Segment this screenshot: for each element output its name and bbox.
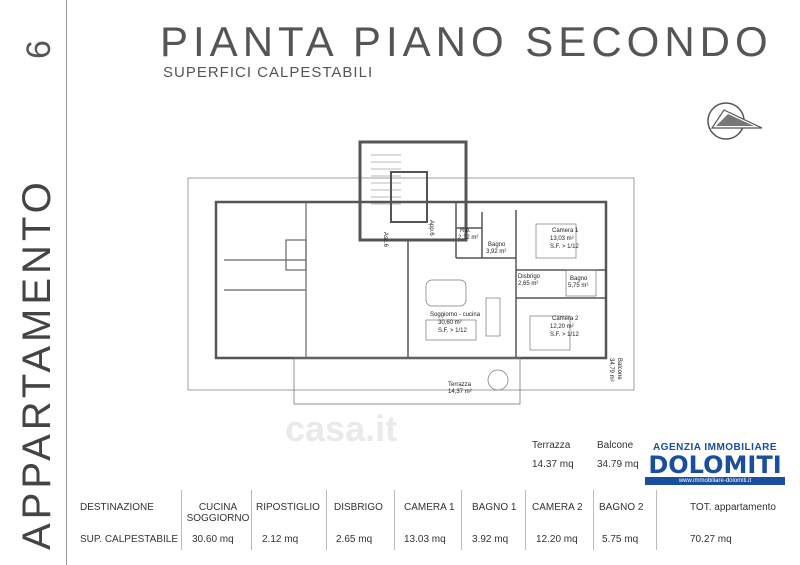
col-header-bagno1: BAGNO 1 <box>472 502 517 513</box>
col-divider <box>326 490 327 550</box>
agency-logo: AGENZIA IMMOBILIARE DOLOMITI www.immobil… <box>645 442 785 494</box>
balcone-label: Balcone <box>597 440 634 451</box>
room-disbrigo-name: Disbrigo <box>518 274 541 280</box>
col-divider <box>525 490 526 550</box>
room-rip-name: Rip. <box>460 228 471 234</box>
floor-plan: Soggiorno - cucina 30,60 m² S.F. > 1/12 … <box>186 120 636 420</box>
room-bagno1-name: Bagno <box>488 242 506 248</box>
col-header-disbrigo: DISBRIGO <box>334 502 383 513</box>
room-balcone-name: Balcone <box>616 358 622 380</box>
room-camera2-area: 12,20 m² <box>550 324 574 330</box>
col-header-ripostiglio: RIPOSTIGLIO <box>256 502 320 513</box>
room-soggiorno-area: 30,60 m² <box>438 320 462 326</box>
col-divider <box>181 490 182 550</box>
col-value-bagno1: 3.92 mq <box>472 534 509 545</box>
row-label-superficie: SUP. CALPESTABILE <box>80 534 179 545</box>
room-bagno2-area: 5,75 m² <box>568 283 588 289</box>
room-camera2-sf: S.F. > 1/12 <box>550 332 580 338</box>
room-camera1-name: Camera 1 <box>552 228 579 234</box>
room-rip-area: 2,12 m² <box>458 235 478 241</box>
room-terrazza-name: Terrazza <box>448 382 472 388</box>
room-camera2-name: Camera 2 <box>552 316 579 322</box>
row-label-destinazione: DESTINAZIONE <box>80 502 154 513</box>
col-header-bagno2: BAGNO 2 <box>599 502 644 513</box>
room-terrazza-area: 14,37 m² <box>448 389 472 395</box>
room-balcone-area: 34,79 m² <box>608 358 614 382</box>
col-value-ripostiglio: 2.12 mq <box>262 534 299 545</box>
room-soggiorno-sf: S.F. > 1/12 <box>438 328 468 334</box>
col-value-disbrigo: 2.65 mq <box>336 534 373 545</box>
logo-top-text: AGENZIA IMMOBILIARE <box>652 442 778 453</box>
room-soggiorno-name: Soggiorno - cucina <box>430 312 481 318</box>
page-title: PIANTA PIANO SECONDO <box>160 18 773 65</box>
room-camera1-sf: S.F. > 1/12 <box>550 244 580 250</box>
apartment-title: APPARTAMENTO <box>15 178 59 550</box>
col-value-camera1: 13.03 mq <box>404 534 446 545</box>
side-divider <box>66 0 67 565</box>
col-header-camera1: CAMERA 1 <box>404 502 455 513</box>
col-value-camera2: 12.20 mq <box>536 534 578 545</box>
room-disbrigo-area: 2,65 m² <box>518 281 538 287</box>
col-value-bagno2: 5.75 mq <box>602 534 639 545</box>
balcone-value: 34.79 mq <box>597 459 639 470</box>
col-value-totale: 70.27 mq <box>690 534 732 545</box>
col-value-cucina: 30.60 mq <box>192 534 234 545</box>
logo-url-text: www.immobiliare-dolomiti.it <box>645 477 785 485</box>
col-header-totale: TOT. appartamento <box>690 502 776 513</box>
terrazza-value: 14.37 mq <box>532 459 574 470</box>
room-bagno1-area: 3,92 m² <box>486 249 506 255</box>
col-divider <box>656 490 657 550</box>
col-divider <box>251 490 252 550</box>
room-bagno2-name: Bagno <box>570 276 588 282</box>
col-divider <box>593 490 594 550</box>
terrazza-label: Terrazza <box>532 440 571 451</box>
col-header-camera2: CAMERA 2 <box>532 502 583 513</box>
watermark-logo: casa.it <box>285 408 398 449</box>
north-arrow-icon <box>707 102 763 140</box>
room-camera1-area: 13,03 m² <box>550 236 574 242</box>
room-asc-name: Asc.6 <box>382 232 388 248</box>
col-divider <box>461 490 462 550</box>
floor-plan-drawing: Soggiorno - cucina 30,60 m² S.F. > 1/12 … <box>187 140 635 405</box>
col-divider <box>394 490 395 550</box>
logo-main-text: DOLOMITI <box>648 451 782 479</box>
room-app-name: App.6 <box>428 220 434 236</box>
page-subtitle: SUPERFICI CALPESTABILI <box>163 64 374 81</box>
